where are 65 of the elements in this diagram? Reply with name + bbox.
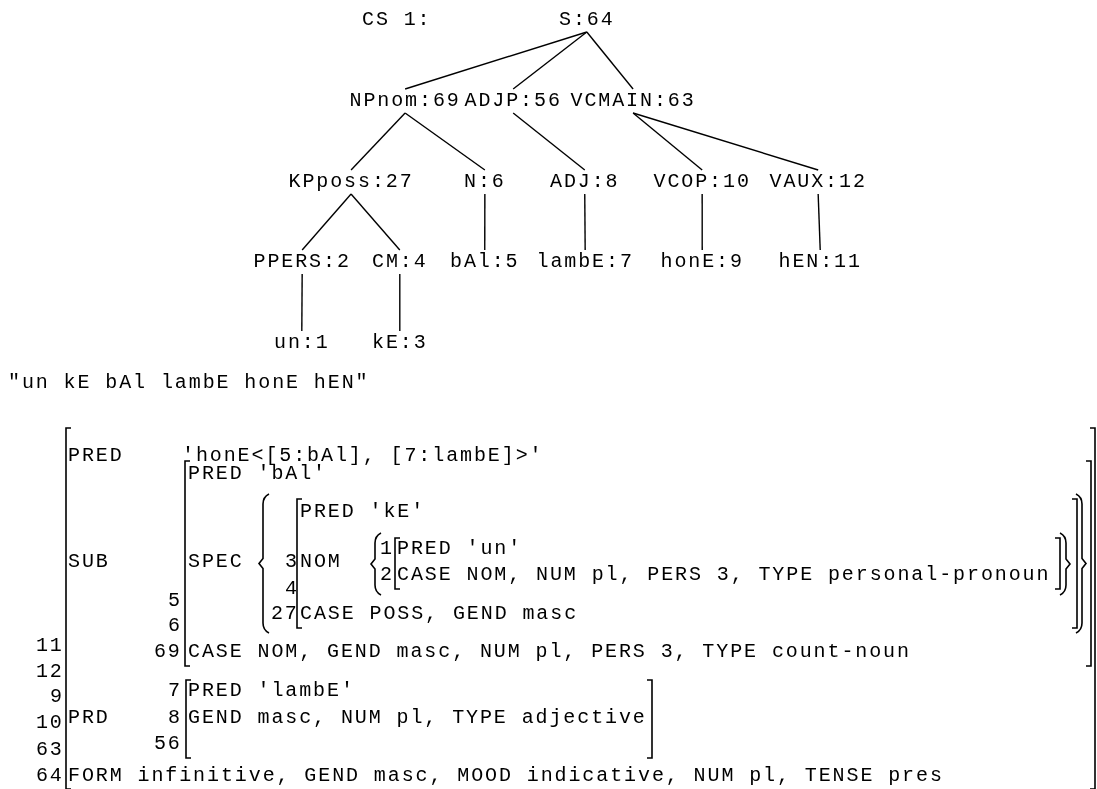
tree-node-label: VCOP:10: [653, 170, 751, 194]
tree-branch: [484, 193, 486, 251]
attribute-name: PRED: [68, 444, 124, 468]
index-number: 63: [35, 738, 64, 762]
tree-branch: [301, 273, 303, 332]
sentence-text: "un kE bAl lambE honE hEN": [8, 371, 370, 395]
tree-node-label: VAUX:12: [769, 170, 867, 194]
attribute-line: PRED 'kE': [300, 500, 426, 524]
index-number: 27: [270, 602, 299, 626]
tree-node-label: S:64: [559, 8, 615, 32]
attribute-name: SUB: [68, 550, 110, 574]
tree-branch: [404, 112, 486, 171]
index-number: 6: [167, 614, 182, 638]
feature-list: FORM infinitive, GEND masc, MOOD indicative, NUM pl, TENSE pres: [68, 764, 944, 788]
tree-branch: [350, 193, 401, 251]
attribute-line: PRED 'un': [397, 537, 523, 561]
tree-node-label: N:6: [464, 170, 506, 194]
feature-list: CASE NOM, NUM pl, PERS 3, TYPE personal-pronoun: [397, 563, 1051, 587]
tree-node-label: un:1: [274, 331, 330, 355]
index-number: 5: [167, 589, 182, 613]
tree-branch: [350, 112, 406, 171]
tree-node-label: ADJ:8: [550, 170, 620, 194]
index-number: 12: [35, 660, 64, 684]
index-number: 10: [35, 711, 64, 735]
index-number: 69: [153, 640, 182, 664]
index-number: 56: [153, 732, 182, 756]
index-number: 11: [35, 634, 64, 658]
tree-branch: [584, 193, 586, 251]
index-number: 7: [167, 679, 182, 703]
attribute-line: PRED 'lambE': [188, 679, 355, 703]
index-number: 64: [35, 764, 64, 788]
attribute-name: PRD: [68, 706, 110, 730]
index-number: 2: [379, 563, 394, 587]
tree-node-label: lambE:7: [536, 250, 634, 274]
tree-node-label: NPnom:69: [349, 89, 461, 113]
attribute-name: NOM: [300, 550, 342, 574]
index-number: 3: [284, 550, 299, 574]
tree-branch: [399, 273, 401, 332]
tree-branch: [586, 31, 634, 90]
tree-node-label: KPposs:27: [288, 170, 414, 194]
tree-node-label: hEN:11: [778, 250, 862, 274]
feature-list: GEND masc, NUM pl, TYPE adjective: [188, 706, 647, 730]
tree-node-label: honE:9: [660, 250, 744, 274]
feature-list: CASE NOM, GEND masc, NUM pl, PERS 3, TYPE count-noun: [188, 640, 911, 664]
tree-branch: [632, 112, 819, 171]
index-number: 1: [379, 537, 394, 561]
index-number: 9: [49, 685, 64, 709]
tree-branch: [701, 193, 703, 251]
index-number: 8: [167, 706, 182, 730]
tree-node-label: ADJP:56: [464, 89, 562, 113]
tree-branch: [404, 31, 588, 90]
tree-node-label: CM:4: [372, 250, 428, 274]
tree-branch: [632, 112, 703, 171]
tree-node-label: VCMAIN:63: [570, 89, 696, 113]
tree-branch: [512, 112, 586, 171]
tree-branch: [301, 193, 352, 251]
attribute-name: SPEC: [188, 550, 244, 574]
tree-branch: [817, 193, 821, 251]
tree-branch: [512, 31, 588, 90]
tree-node-label: PPERS:2: [253, 250, 351, 274]
feature-list: CASE POSS, GEND masc: [300, 602, 579, 626]
tree-node-label: kE:3: [372, 331, 428, 355]
structure-heading: CS 1:: [362, 8, 432, 32]
index-number: 4: [284, 577, 299, 601]
tree-node-label: bAl:5: [450, 250, 520, 274]
